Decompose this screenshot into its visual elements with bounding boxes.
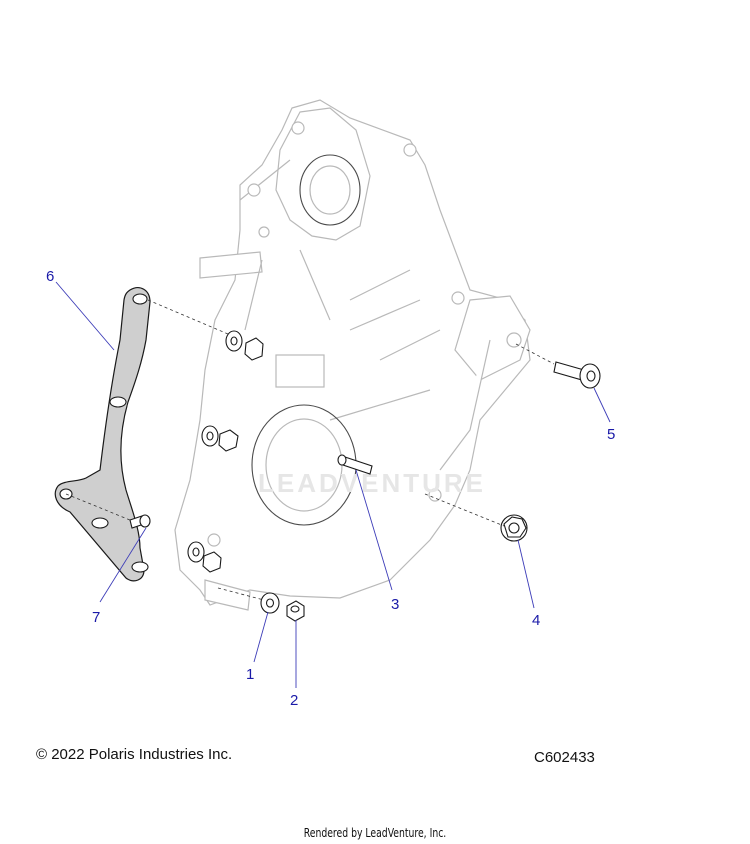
- washer-nut-pair-lower: [187, 541, 222, 573]
- flange-nut-part-4: [500, 514, 528, 542]
- diagram-part-code: C602433: [534, 749, 595, 766]
- nut-part-2: [286, 600, 305, 622]
- callout-2[interactable]: 2: [290, 692, 298, 709]
- callout-7[interactable]: 7: [92, 609, 100, 626]
- bolt-part-5: [553, 361, 601, 389]
- rendered-by-text: Rendered by LeadVenture, Inc.: [303, 826, 447, 840]
- washer-part-1: [260, 592, 280, 614]
- callout-1[interactable]: 1: [246, 666, 254, 683]
- callout-6[interactable]: 6: [46, 268, 54, 285]
- clutch-cover-housing: [174, 99, 531, 611]
- assembly-dashed-lines: [65, 299, 555, 601]
- callout-leader-lines: [55, 281, 611, 688]
- washer-nut-pair-upper: [225, 330, 264, 361]
- stud-part-3: [337, 454, 373, 475]
- callout-3[interactable]: 3: [391, 596, 399, 613]
- washer-nut-pair-middle: [201, 425, 239, 452]
- gasket-plate-part-6: [54, 287, 151, 582]
- copyright-text: © 2022 Polaris Industries Inc.: [36, 746, 233, 763]
- watermark-text: LEADVENTURE: [258, 468, 486, 498]
- callout-4[interactable]: 4: [532, 612, 540, 629]
- bolt-part-7: [129, 514, 151, 529]
- callout-5[interactable]: 5: [607, 426, 615, 443]
